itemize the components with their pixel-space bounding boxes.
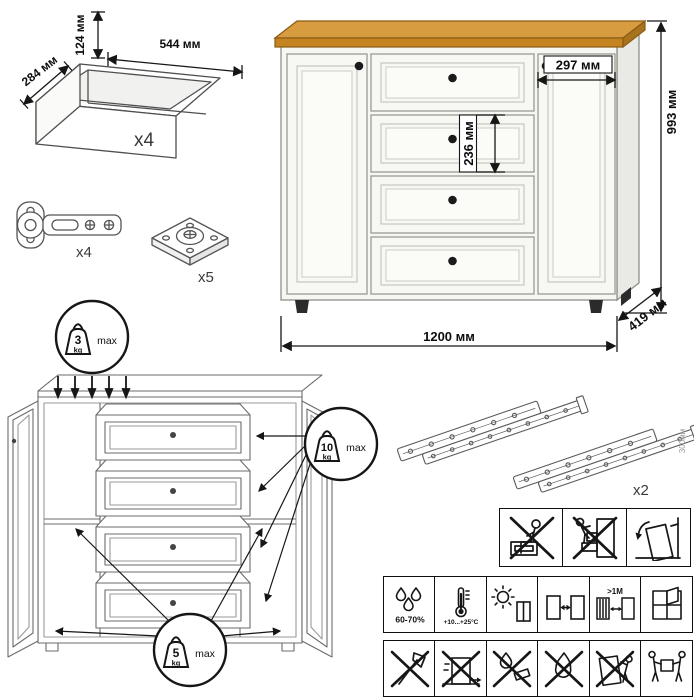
drawer-knob [448, 73, 457, 83]
care-icon-no-pushing [588, 640, 642, 697]
drawer-knob [448, 256, 457, 266]
load-limit-top-badge: 3 kg max [54, 299, 130, 375]
load-unit: kg [74, 346, 83, 355]
care-icon-temperature: +10...+25°C [434, 576, 488, 633]
dimension-1200: 1200 мм [280, 316, 618, 352]
care-icon-no-climbing [562, 508, 628, 567]
slides-count: x2 [633, 482, 649, 499]
dimension-236: 236 мм [458, 113, 505, 174]
care-icon-tip-over-warning [625, 508, 691, 567]
slide-rail-1 [396, 395, 589, 465]
drawer-front-4 [370, 236, 535, 295]
care-icon-no-sitting [499, 508, 564, 567]
drawer-box-diagram: 124 мм 544 мм 284 мм x4 [19, 10, 244, 159]
drawer-box-drawing [35, 63, 221, 159]
dimension-124 [91, 10, 105, 60]
load-pointer-arrows [54, 431, 311, 637]
load-unit: kg [172, 659, 181, 668]
weight-icon [64, 328, 92, 355]
load-max: max [346, 442, 367, 454]
drawer-height-label: 236 мм [461, 121, 476, 166]
hinge-count: x4 [76, 244, 92, 261]
care-icon-no-impact [383, 640, 436, 697]
open-drawer-2 [95, 459, 251, 517]
load-value: 10 [321, 442, 333, 454]
load-unit: kg [323, 453, 332, 462]
open-left-door [7, 400, 39, 658]
door-width-label: 297 мм [556, 58, 601, 73]
humidity-range-label: 60-70% [395, 614, 425, 624]
commode-front-view: 297 мм 236 мм 993 мм 1200 мм 419 мм [273, 19, 679, 352]
care-icon-sunlight-protection [485, 576, 539, 633]
right-door [537, 53, 616, 295]
care-icon-no-wet-cleaning [485, 640, 539, 697]
care-icon-no-open-flame [537, 640, 591, 697]
drawer-front-3 [370, 175, 535, 234]
load-max: max [97, 335, 118, 347]
care-icon-ventilation [640, 576, 694, 633]
drawer-knob [448, 195, 457, 205]
slide-rail-2 [512, 423, 694, 493]
drawer-box-count: x4 [134, 130, 155, 151]
care-icon-no-dragging [434, 640, 488, 697]
top-load-arrows [53, 376, 131, 400]
drawer-depth-label: 284 мм [19, 53, 60, 89]
drawer-height-label: 124 мм [73, 14, 87, 55]
foot-right [589, 300, 603, 313]
care-icon-wall-clearance [537, 576, 591, 633]
load-max: max [195, 648, 216, 660]
drawer-front-2 [370, 114, 535, 173]
total-height-label: 993 мм [664, 90, 679, 135]
temperature-range-label: +10...+25°C [444, 618, 479, 625]
dimension-297: 297 мм [536, 55, 617, 88]
total-width-label: 1200 мм [423, 329, 475, 344]
left-door [286, 53, 368, 295]
slide-length-label: 300мм [678, 429, 687, 453]
hinge-diagram: x4 [16, 201, 122, 261]
drawer-width-label: 544 мм [159, 37, 200, 51]
care-icon-heat-distance: >1M [588, 576, 642, 633]
total-depth-label: 419 мм [625, 295, 669, 334]
open-commode-view: 3 kg max 10 kg max 5 kg max [7, 299, 379, 688]
mount-plate-drawing [151, 217, 229, 266]
load-limit-shelf-badge: 5 kg max [152, 612, 228, 688]
heat-distance-label: >1M [607, 587, 623, 596]
care-icon-humidity: 60-70% [383, 576, 436, 633]
open-drawer-1 [95, 403, 251, 461]
weight-icon [162, 641, 190, 668]
load-value: 3 [75, 333, 82, 347]
care-icon-row-1: 60-70% +10...+25°C [383, 576, 694, 633]
load-value: 5 [173, 646, 180, 660]
hinge-drawing [16, 201, 122, 249]
dimension-284 [19, 61, 73, 109]
care-icon-row-2 [383, 640, 694, 697]
left-door-knob [354, 61, 364, 71]
weight-icon [313, 435, 341, 462]
care-icon-two-person-carry [640, 640, 694, 697]
open-drawer-3 [95, 515, 251, 573]
mount-plate-diagram: x5 [151, 217, 229, 286]
drawer-slides-diagram: x2 300мм [396, 395, 694, 499]
warning-icon-row [499, 508, 691, 567]
commode-side-panel [616, 27, 640, 302]
dimension-544 [106, 52, 244, 79]
open-commode-drawing [7, 374, 333, 658]
wood-top [273, 19, 647, 49]
mount-plate-count: x5 [198, 269, 214, 286]
load-limit-drawer-badge: 10 kg max [303, 406, 379, 482]
drawer-knob [448, 134, 457, 144]
drawer-front-1 [370, 53, 535, 112]
foot-left [295, 300, 309, 313]
